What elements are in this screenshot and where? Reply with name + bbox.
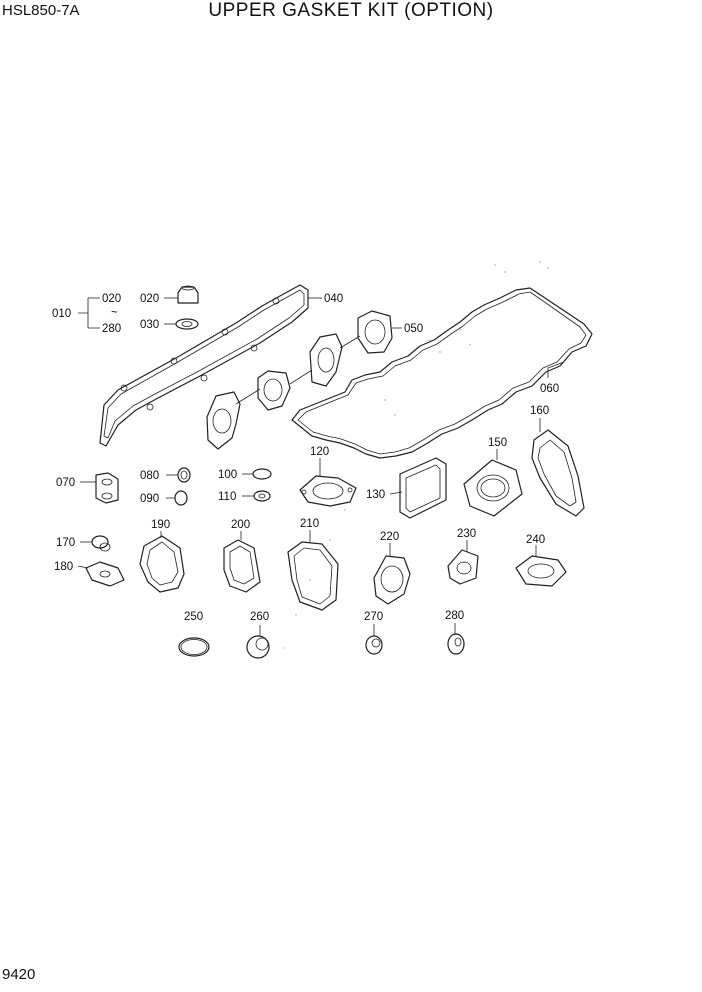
callout-180: 180 — [54, 561, 73, 573]
page-number: 9420 — [2, 966, 36, 983]
callout-070: 070 — [56, 477, 75, 489]
callout-010: 010 — [52, 308, 71, 320]
callout-090: 090 — [140, 493, 159, 505]
callout-050: 050 — [404, 323, 423, 335]
callout-100: 100 — [218, 469, 237, 481]
callout-160: 160 — [530, 405, 549, 417]
callout-280: 280 — [445, 610, 464, 622]
callout-190: 190 — [151, 519, 170, 531]
part-070-110-small-parts — [95, 467, 272, 506]
callout-020: 020 — [140, 293, 159, 305]
callout-200: 200 — [231, 519, 250, 531]
callout-030: 030 — [140, 319, 159, 331]
model-number: HSL850-7A — [2, 2, 80, 19]
callout-270: 270 — [364, 611, 383, 623]
callout-120: 120 — [310, 446, 329, 458]
page-title: UPPER GASKET KIT (OPTION) — [208, 0, 494, 21]
callout-labels: 010 020 ~ 280 020 030 040 050 060 070 08… — [52, 293, 559, 623]
callout-220: 220 — [380, 531, 399, 543]
callout-170: 170 — [56, 537, 75, 549]
callout-210: 210 — [300, 518, 319, 530]
callout-060: 060 — [540, 383, 559, 395]
callout-240: 240 — [526, 534, 545, 546]
callout-040: 040 — [324, 293, 343, 305]
part-040-cover-gasket — [99, 284, 309, 447]
part-160-gasket — [531, 429, 585, 517]
callout-080: 080 — [140, 470, 159, 482]
part-190-240-gaskets — [139, 535, 567, 611]
callout-260: 260 — [250, 611, 269, 623]
callout-tilde: ~ — [111, 307, 118, 319]
part-130-square-gasket — [399, 457, 447, 519]
watermark-dots — [283, 261, 549, 649]
callout-020-range: 020 — [102, 293, 121, 305]
leader-lines — [77, 297, 565, 636]
callout-250: 250 — [184, 611, 203, 623]
part-020-030-seals — [175, 285, 199, 330]
callout-130: 130 — [366, 489, 385, 501]
part-060-head-cover-gasket — [291, 287, 593, 459]
part-050-manifold-gaskets — [206, 310, 393, 450]
part-120-flange-gasket — [299, 475, 357, 507]
callout-230: 230 — [457, 528, 476, 540]
part-170-180 — [85, 535, 125, 587]
part-250-280-rings — [178, 633, 465, 659]
part-150-gasket — [463, 459, 523, 517]
callout-150: 150 — [488, 437, 507, 449]
callout-280-range: 280 — [102, 323, 121, 335]
callout-110: 110 — [218, 491, 236, 503]
